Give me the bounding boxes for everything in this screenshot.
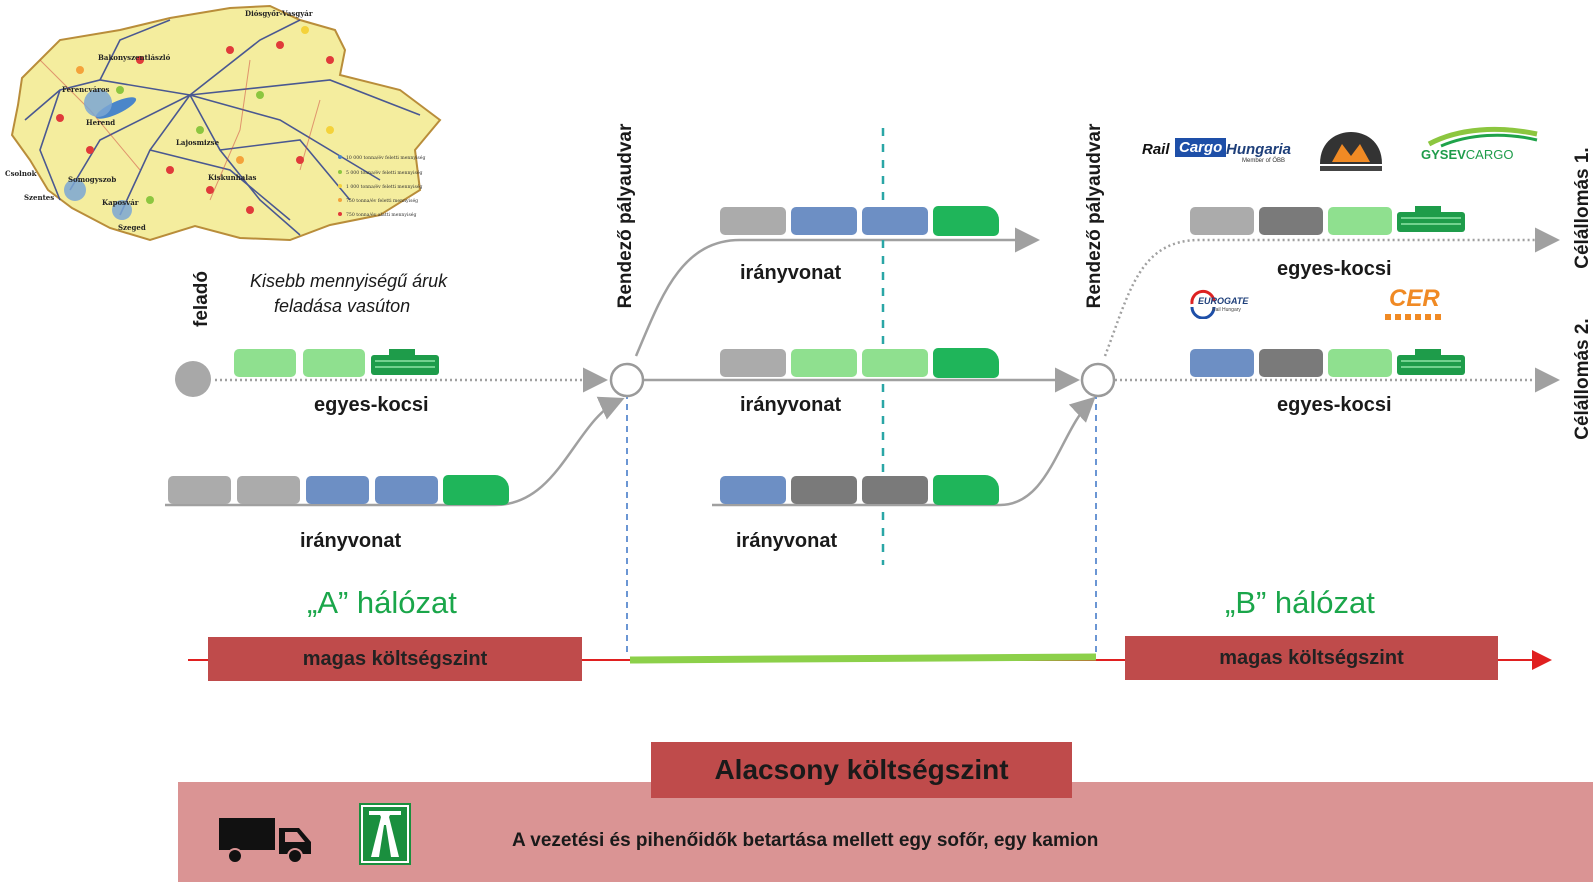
map-legend-item: 5 000 tonna/év feletti mennyiség (346, 169, 423, 176)
wagon (791, 207, 857, 235)
wagon (234, 349, 296, 377)
low-cost-band (178, 782, 1593, 882)
map-city: Diósgyőr-Vasgyár (245, 9, 313, 18)
map-city: Herend (86, 118, 115, 127)
wagon (791, 349, 857, 377)
wagon (1259, 207, 1323, 235)
cer-text: CER (1389, 285, 1440, 312)
wagon (1328, 207, 1392, 235)
mmv-logo (1318, 130, 1384, 177)
railcargo-sub: Member of ÖBB (1242, 158, 1286, 164)
cost-high-right: magas költségszint (1125, 636, 1498, 680)
sender-label: feladó (191, 271, 212, 327)
cost-high-left: magas költségszint (208, 637, 582, 681)
eurogate-sub: Rail Hungary (1212, 307, 1241, 313)
label-mid-top: irányvonat (740, 262, 842, 284)
wagon (168, 476, 231, 504)
railcargo-cargo: Cargo (1175, 138, 1227, 157)
network-a-label: „A” hálózat (307, 585, 457, 620)
wagon (862, 476, 928, 504)
label-left-wagonload: egyes-kocsi (314, 394, 429, 416)
truck-icon (219, 818, 311, 864)
label-right-bottom: egyes-kocsi (1277, 394, 1392, 416)
railcargo-rail: Rail (1142, 141, 1170, 158)
cost-low-title: Alacsony költségszint (651, 742, 1072, 798)
hungary-rail-map: Diósgyőr-Vasgyár Bakonyszentlászló Feren… (0, 0, 450, 245)
gysev-text: GYSEVCARGO (1421, 147, 1514, 162)
wagon (933, 206, 999, 236)
map-city: Lajosmizse (176, 138, 220, 147)
network-b-label: „B” hálózat (1225, 585, 1375, 620)
map-city: Kaposvár (102, 198, 139, 207)
sender-note-line2: feladása vasúton (274, 296, 411, 316)
wagon (862, 349, 928, 377)
wagon (862, 207, 928, 235)
wagon (720, 207, 786, 235)
railcargo-logo: Rail Cargo Hungaria Member of ÖBB (1142, 138, 1292, 168)
motorway-sign-icon (359, 803, 411, 865)
road-text: A vezetési és pihenőidők betartása melle… (512, 830, 1099, 851)
wagon (933, 475, 999, 505)
wagon (720, 476, 786, 504)
wagon (306, 476, 369, 504)
map-legend-item: 750 tonna/év alatti mennyiség (346, 211, 417, 218)
yard-left-label: Rendező pályaudvar (615, 123, 636, 309)
map-city: Somogyszob (68, 175, 116, 184)
label-right-top: egyes-kocsi (1277, 258, 1392, 280)
locomotive-icon (371, 349, 439, 375)
wagon (720, 349, 786, 377)
eurogate-text: EUROGATE (1198, 296, 1249, 306)
map-city: Szeged (118, 223, 146, 232)
wagon (933, 348, 999, 378)
wagon (443, 475, 509, 505)
map-city: Ferencváros (62, 85, 109, 94)
gysev-cargo-logo: GYSEVCARGO (1419, 124, 1539, 164)
railcargo-hungaria: Hungaria (1226, 141, 1292, 158)
wagon (1190, 207, 1254, 235)
wagon (1190, 349, 1254, 377)
wagon (791, 476, 857, 504)
wagon (1328, 349, 1392, 377)
yard-right-label: Rendező pályaudvar (1084, 123, 1105, 309)
label-mid-middle: irányvonat (740, 394, 842, 416)
wagon (303, 349, 365, 377)
wagon (237, 476, 300, 504)
map-city: Csolnok (5, 169, 37, 178)
map-city: Bakonyszentlászló (98, 53, 171, 62)
cer-logo: CER (1385, 285, 1445, 323)
sender-note-line1: Kisebb mennyiségű áruk (250, 271, 448, 291)
eurogate-logo: EUROGATE Rail Hungary (1188, 289, 1268, 319)
locomotive-icon (1397, 206, 1465, 232)
label-left-block: irányvonat (300, 530, 402, 552)
map-legend-item: 1 000 tonna/év feletti mennyiség (346, 183, 423, 190)
map-city: Kiskunhalas (208, 173, 257, 182)
wagon (375, 476, 438, 504)
locomotive-icon (1397, 349, 1465, 375)
wagon (1259, 349, 1323, 377)
map-city: Szentes (24, 193, 54, 202)
destination-1: Célállomás 1. (1572, 147, 1593, 269)
label-mid-bottom: irányvonat (736, 530, 838, 552)
destination-2: Célállomás 2. (1572, 318, 1593, 440)
map-legend-item: 10 000 tonna/év feletti mennyiség (346, 154, 425, 161)
map-legend-item: 750 tonna/év feletti mennyiség (346, 197, 418, 204)
